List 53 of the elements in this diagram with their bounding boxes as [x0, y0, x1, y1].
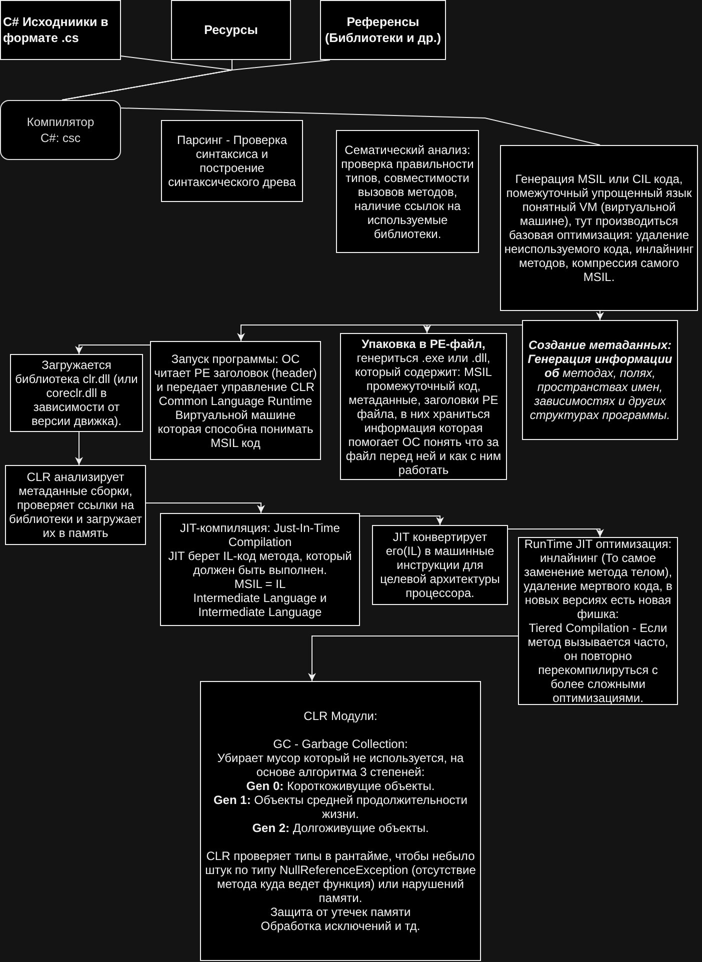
arrow	[308, 636, 518, 682]
connector-line	[120, 108, 600, 146]
process-box	[372, 525, 508, 605]
arrow	[360, 516, 444, 526]
step-description: Генерация MSIL или CIL кода, помежуточный упрощенный язык понятный VM (виртуальной машине), тут производиться базовая оптимизация: удаление неиспользуемого кода, инлайнинг методов, компрессия самого MSIL.	[503, 172, 695, 284]
arrow	[75, 344, 150, 354]
process-box	[160, 513, 360, 626]
list-item: Gen 0: Короткоживущие объекты.	[246, 779, 435, 793]
step-description: Убирает мусор который не используется, на основе алгоритма 3 степеней:	[216, 751, 465, 779]
input-label: Референсы (Библиотеки и др.)	[324, 14, 442, 46]
list-item: Gen 2: Долгоживущие объекты.	[252, 821, 429, 835]
list-item: Обработка исключений и тд.	[260, 919, 420, 933]
list-item: Gen 1: Объекты средней продолжительности жизни.	[212, 793, 469, 821]
arrow	[596, 310, 604, 320]
step-description: Упаковка в PE-файл, генериться .exe или .dll, который содержит: MSIL промежуточный код, метаданные, заголовки PE файла, в них храниться информация которая помогает ОС понять что за файл перед ней и как с ним работать	[344, 336, 502, 476]
input-label: C# Исходниики в формате .cs	[3, 14, 110, 46]
arrow	[508, 528, 604, 538]
compiler-box	[0, 100, 121, 160]
input-box	[320, 0, 446, 60]
equation-text: MSIL = IL	[234, 576, 286, 590]
step-description: Парсинг - Проверка синтаксиса и построение синтаксического древа	[167, 133, 297, 189]
step-description: Запуск программы: ОС читает PE заголовок (header) и передает управление CLR Common Language Runtime Виртуальной машине которая способна понимать MSIL код	[153, 352, 318, 450]
input-box	[0, 0, 121, 60]
step-description: Создание метаданных: Генерация информации об методах, полях, пространствах имен, зависимостях и других структурах программы.	[526, 338, 674, 422]
connector-line	[62, 60, 330, 100]
arrow	[75, 432, 83, 466]
process-box	[161, 120, 303, 202]
step-description: CLR анализирует метаданные сборки, проверяет ссылки на библиотеки и загружает их в память	[8, 470, 143, 540]
section-heading: GC - Garbage Collection:	[273, 737, 408, 751]
arrow	[423, 324, 522, 334]
process-box	[500, 145, 698, 311]
arrow	[146, 502, 265, 514]
compiler-note: C#: csc	[40, 130, 80, 146]
step-description: CLR проверяет типы в рантайме, чтобы небыло штук по типу NullReferenceException (отсутствие метода куда ведет функция) или нарушений памяти.	[204, 849, 477, 905]
step-description: Загружается библиотека clr.dll (или coreclr.dll в зависимости от версии движка).	[14, 358, 139, 428]
step-description: JIT конвертирует его(IL) в машинные инструкции для целевой архитектуры процессора.	[379, 530, 501, 600]
step-description: Intermediate Language и Intermediate Language	[192, 590, 328, 618]
process-box	[200, 681, 481, 961]
input-box	[171, 0, 291, 60]
step-description: Сематический анализ: проверка правильности типов, совместимости вызовов методов, наличие ссылок на используемые библиотеки.	[340, 142, 475, 240]
module-heading: CLR Модули:	[304, 709, 378, 723]
step-heading: JIT-компиляция: Just-In-Time Compilation	[179, 520, 341, 548]
step-description: Tiered Compilation - Если метод вызывается часто, он повторно перекомпилируться с более сложными оптимизациями.	[526, 621, 670, 705]
arrow	[237, 324, 428, 342]
process-box	[150, 341, 321, 460]
process-box	[522, 320, 678, 440]
process-box	[518, 537, 678, 705]
process-box	[336, 130, 479, 253]
step-description: JIT берет IL-код метода, который должен быть выполнен.	[167, 548, 353, 576]
step-description: RunTime JIT оптимизация: инлайнинг (То самое заменение метода телом), удаление мертвого кода, в новых версиях есть новая фишка:	[522, 537, 674, 621]
input-label: Ресурсы	[204, 22, 258, 38]
compiler-label: Компилятор	[26, 114, 94, 130]
list-item: Защита от утечек памяти	[270, 905, 411, 919]
